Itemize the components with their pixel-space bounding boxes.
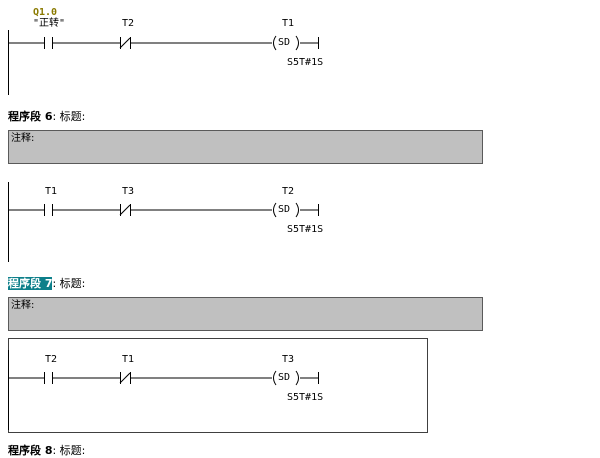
comment-label: 注释:	[11, 300, 35, 311]
contact-nc-label: T3	[122, 186, 135, 197]
network-7-comment-field[interactable]: 注释:	[8, 297, 483, 331]
title-suffix: : 标题:	[52, 110, 86, 123]
segment-label: 程序段 8	[8, 444, 53, 457]
network-7-title[interactable]: 程序段 7: 标题:	[8, 277, 85, 291]
contact-nc-label: T1	[122, 354, 135, 365]
preset-value: S5T#1S	[287, 57, 324, 68]
coil-type: SD	[278, 204, 291, 215]
title-suffix: : 标题:	[52, 277, 86, 290]
coil-type: SD	[278, 372, 291, 383]
coil-timer-label: T3	[282, 354, 295, 365]
segment-label: 程序段 6	[8, 110, 53, 123]
contact-no-label: T1	[45, 186, 58, 197]
segment-label: 程序段 7	[8, 277, 53, 290]
contact-no-label: T2	[45, 354, 58, 365]
title-suffix: : 标题:	[52, 444, 86, 457]
network-6-title[interactable]: 程序段 6: 标题:	[8, 110, 85, 124]
contact-nc-label: T2	[122, 18, 135, 29]
comment-label: 注释:	[11, 133, 35, 144]
preset-value: S5T#1S	[287, 392, 324, 403]
coil-timer-label: T1	[282, 18, 295, 29]
network-8-title[interactable]: 程序段 8: 标题:	[8, 444, 85, 458]
coil-timer-label: T2	[282, 186, 295, 197]
contact-symbol: "正转"	[33, 18, 66, 29]
coil-type: SD	[278, 37, 291, 48]
preset-value: S5T#1S	[287, 224, 324, 235]
network-6-comment-field[interactable]: 注释:	[8, 130, 483, 164]
contact-address: Q1.0	[33, 7, 58, 18]
